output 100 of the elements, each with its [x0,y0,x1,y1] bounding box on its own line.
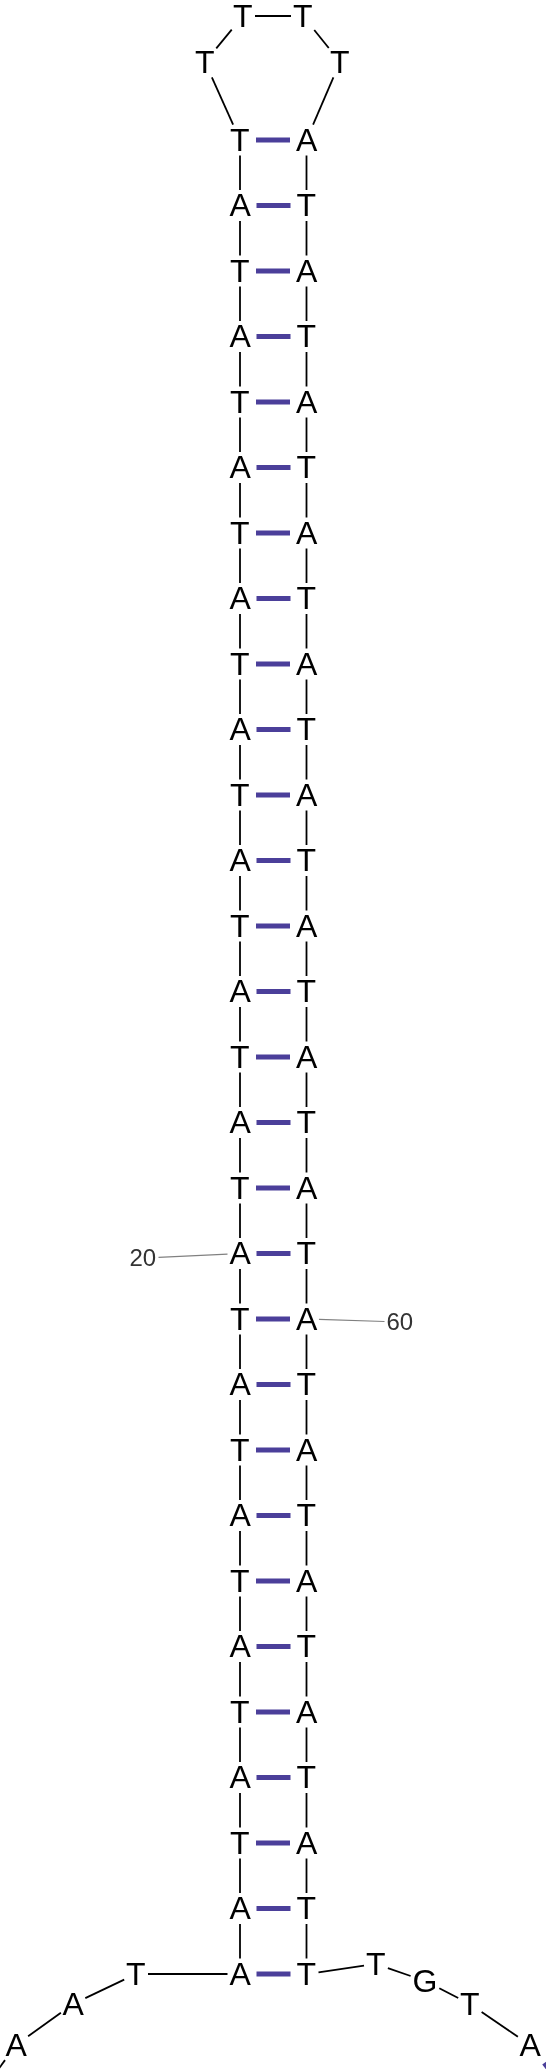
backbone-line [305,1595,308,1632]
nucleotide-letter: A [5,2031,27,2059]
nucleotide-letter: A [229,1109,251,1137]
base-pair-line [256,1775,291,1780]
backbone-line [239,1071,241,1108]
base-pair-line [256,1709,290,1715]
backbone-line [305,1268,308,1305]
nucleotide-letter: T [296,192,317,220]
nucleotide-letter: A [296,519,318,547]
backbone-line [239,1399,241,1436]
backbone-line [305,1202,308,1239]
backbone-line [305,285,308,322]
backbone-line [239,547,241,584]
backbone-line [239,351,241,388]
nucleotide-letter: A [229,1764,251,1792]
backbone-line [239,1726,241,1763]
backbone-line [239,1006,241,1043]
nucleotide-letter: A [296,650,318,678]
nucleotide-letter: T [296,1371,317,1399]
backbone-line [239,482,241,519]
backbone-line [239,1530,241,1567]
nucleotide-letter: A [296,1043,318,1071]
leader-line [157,1253,229,1258]
nucleotide-letter: T [296,454,317,482]
backbone-line [305,940,308,977]
backbone-line [305,875,308,912]
nucleotide-letter: T [296,585,317,613]
nucleotide-letter: A [229,1633,251,1661]
nucleotide-letter: T [230,519,250,547]
nucleotide-letter: T [126,1960,146,1988]
nucleotide-letter: T [230,1829,250,1857]
position-number: 20 [129,1248,157,1269]
nucleotide-letter: A [519,2031,541,2059]
nucleotide-letter: A [296,388,318,416]
nucleotide-letter: T [230,1305,250,1333]
backbone-line [305,1137,308,1174]
backbone-line [480,2011,519,2038]
base-pair-line [256,1644,291,1649]
backbone-line [239,1137,241,1174]
base-pair-line [256,1382,291,1387]
backbone-line [254,15,292,17]
base-pair-line [256,1906,291,1911]
nucleotide-letter: T [296,1502,317,1530]
nucleotide-letter: A [296,257,318,285]
base-pair-line [256,203,291,208]
nucleotide-letter: T [296,1895,317,1923]
nucleotide-letter: T [460,1990,480,2018]
backbone-line [305,1923,308,1960]
nucleotide-letter: T [296,716,317,744]
nucleotide-letter: A [229,1502,251,1530]
backbone-line [305,1857,308,1894]
backbone-line [305,416,308,453]
nucleotide-letter: A [296,912,318,940]
backbone-line [239,154,241,191]
nucleotide-letter: A [296,1305,318,1333]
nucleotide-letter: A [229,847,251,875]
nucleotide-letter: T [230,1698,250,1726]
base-pair-line [256,596,291,601]
backbone-line [239,1661,241,1698]
nucleotide-letter: A [296,1436,318,1464]
nucleotide-letter: T [296,1764,317,1792]
backbone-line [305,154,308,191]
backbone-line [305,1071,308,1108]
backbone-line [239,940,241,977]
nucleotide-letter: A [296,781,318,809]
base-pair-line [256,1840,290,1846]
backbone-line [305,744,308,781]
backbone-line [239,220,241,257]
backbone-line [305,1333,308,1370]
backbone-line [239,1202,241,1239]
base-pair-line [256,1316,290,1322]
nucleotide-letter: T [230,1174,250,1202]
base-pair-line [256,1185,290,1191]
base-pair-line [256,530,290,536]
backbone-line [239,744,241,781]
nucleotide-letter: T [296,323,317,351]
backbone-line [239,1595,241,1632]
backbone-line [313,29,330,49]
nucleotide-letter: A [229,192,251,220]
nucleotide-letter: A [296,1829,318,1857]
backbone-line [305,547,308,584]
nucleotide-letter: T [296,1633,317,1661]
backbone-line [305,678,308,715]
base-pair-line [256,727,291,732]
base-pair-line [256,661,290,667]
nucleotide-letter: T [230,781,250,809]
backbone-line [305,1661,308,1698]
backbone-line [305,1399,308,1436]
nucleotide-letter: A [229,1960,251,1988]
nucleotide-letter: A [229,978,251,1006]
backbone-line [215,28,233,50]
nucleotide-letter: A [229,454,251,482]
backbone-line [239,1857,241,1894]
base-pair-line [256,334,291,339]
nucleotide-letter: A [229,323,251,351]
nucleotide-letter: T [296,1109,317,1137]
backbone-line [305,220,308,257]
base-pair-line [256,465,291,470]
nucleotide-letter: A [296,1174,318,1202]
nucleotide-letter: T [230,912,250,940]
